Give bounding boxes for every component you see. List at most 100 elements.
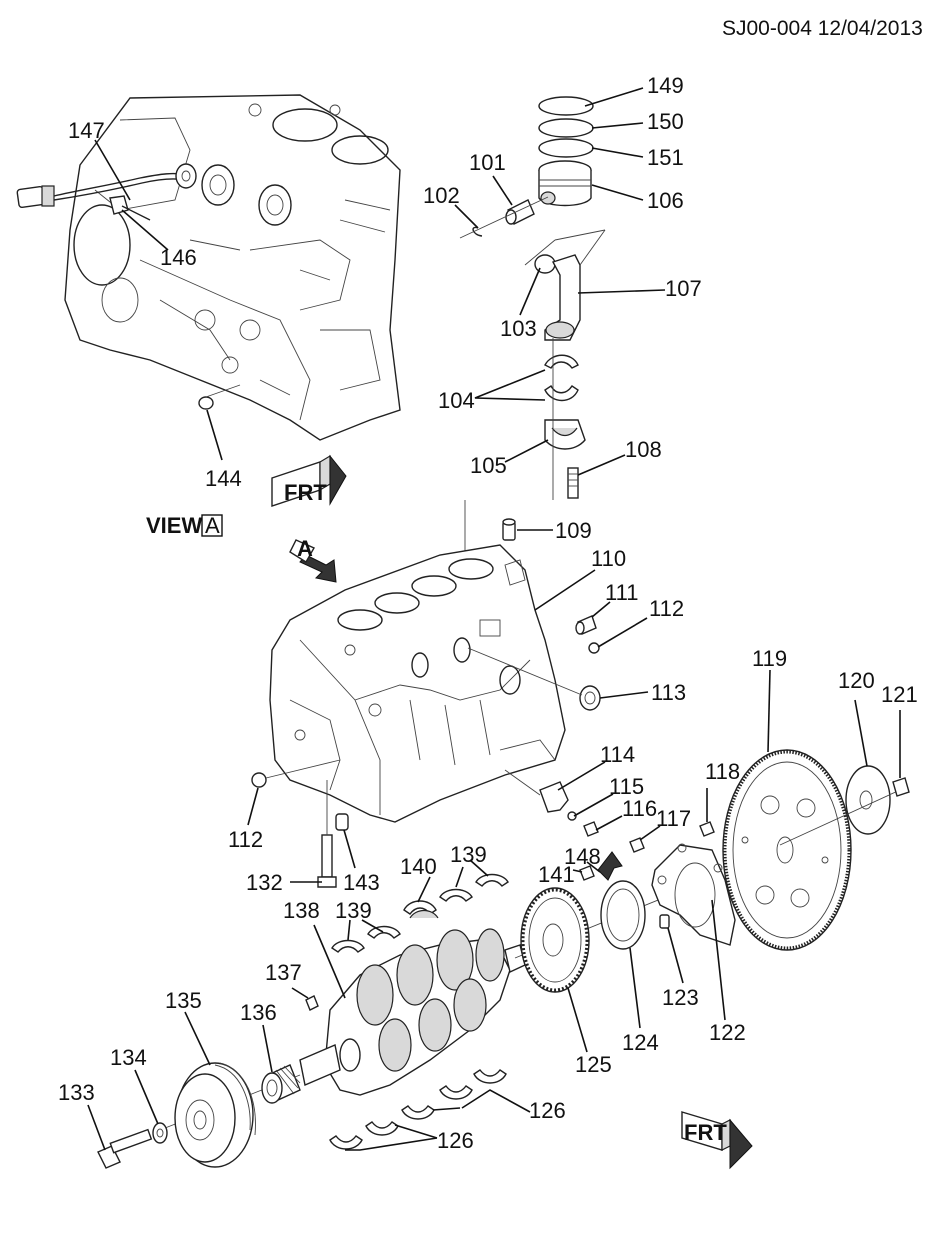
reluctor-bolt xyxy=(579,865,595,881)
callout-132: 132 xyxy=(246,870,283,895)
flexplate-bolt xyxy=(892,777,910,797)
callout-112-lower: 112 xyxy=(228,827,263,852)
callout-106: 106 xyxy=(647,188,684,213)
callout-101: 101 xyxy=(469,150,506,175)
callout-103: 103 xyxy=(500,316,537,341)
flexplate-spacer xyxy=(845,765,891,835)
callout-115: 115 xyxy=(609,774,644,799)
piston-rings xyxy=(538,96,594,158)
callout-122: 122 xyxy=(709,1020,746,1045)
callout-105: 105 xyxy=(470,453,507,478)
callout-148: 148 xyxy=(564,844,601,869)
view-label-box xyxy=(201,514,223,537)
callout-109: 109 xyxy=(555,518,592,543)
oil-level-sensor xyxy=(504,769,569,813)
pin-axis-line xyxy=(459,196,549,239)
plug-lower xyxy=(251,772,267,788)
block-bolt xyxy=(317,780,337,888)
flexplate xyxy=(722,749,852,951)
view-a-block-illustration xyxy=(64,94,401,441)
callout-140: 140 xyxy=(400,854,437,879)
callout-113: 113 xyxy=(651,680,686,705)
rod-bearing-shells xyxy=(544,354,579,402)
rear-main-seal xyxy=(600,880,646,950)
frt-arrow-upper: FRT xyxy=(271,454,347,507)
callout-124: 124 xyxy=(622,1030,659,1055)
crank-sprocket xyxy=(261,1064,301,1104)
dowel-pin xyxy=(502,518,516,541)
crank-key xyxy=(305,995,319,1011)
cam-seal-plug xyxy=(467,647,601,711)
pin-retainer xyxy=(472,226,483,237)
block-dowel-sleeve xyxy=(575,615,597,635)
callout-114: 114 xyxy=(600,742,635,767)
callout-102: 102 xyxy=(423,183,460,208)
block-plug xyxy=(198,384,241,410)
callout-149: 149 xyxy=(647,73,684,98)
piston xyxy=(538,160,592,207)
sensor-bolt xyxy=(583,821,599,837)
view-label-text: VIEW xyxy=(146,513,202,538)
block-dowel xyxy=(335,813,349,831)
install-direction-arrow xyxy=(597,851,623,881)
plug-lower-line xyxy=(265,759,341,779)
frt-label-upper: FRT xyxy=(284,480,327,505)
callout-135: 135 xyxy=(165,988,202,1013)
view-a-arrow-letter: A xyxy=(297,536,313,561)
housing-bolt-b xyxy=(699,821,715,837)
callout-104: 104 xyxy=(438,388,475,413)
callout-121: 121 xyxy=(881,682,918,707)
sensor-oring xyxy=(567,811,577,821)
callout-118: 118 xyxy=(705,759,740,784)
cylinder-block xyxy=(269,544,566,823)
balancer-bolt xyxy=(97,1128,153,1169)
callout-137: 137 xyxy=(265,960,302,985)
diagram-reference: SJ00-004 12/04/2013 xyxy=(722,17,923,40)
housing-bolt-a xyxy=(629,837,645,853)
callout-139-lower: 139 xyxy=(335,898,372,923)
callout-143: 143 xyxy=(343,870,380,895)
callout-110: 110 xyxy=(591,546,626,571)
flexplate-axis xyxy=(779,789,901,846)
reluctor-ring xyxy=(520,887,590,993)
view-a-arrow: A xyxy=(289,536,337,583)
callout-150: 150 xyxy=(647,109,684,134)
callout-119: 119 xyxy=(752,646,787,671)
callout-139-upper: 139 xyxy=(450,842,487,867)
rod-bolt xyxy=(567,467,579,499)
plug-upper xyxy=(588,642,600,654)
connecting-rod xyxy=(524,229,606,341)
callout-labels: 149 150 151 106 101 102 103 107 104 105 … xyxy=(58,73,918,1153)
callout-120: 120 xyxy=(838,668,875,693)
leader-lines xyxy=(87,87,901,1151)
callout-136: 136 xyxy=(240,1000,277,1025)
callout-117: 117 xyxy=(656,806,691,831)
callout-116: 116 xyxy=(622,796,657,821)
frt-label-lower: FRT xyxy=(684,1120,727,1145)
view-a-label: VIEW A xyxy=(146,513,223,538)
callout-111: 111 xyxy=(605,580,638,605)
knock-sensor-bolt xyxy=(109,195,151,221)
callout-133: 133 xyxy=(58,1080,95,1105)
callout-151: 151 xyxy=(647,145,684,170)
frt-arrow-lower: FRT xyxy=(681,1111,753,1170)
crankshaft xyxy=(299,928,526,1096)
callout-112-upper: 112 xyxy=(649,596,684,621)
callout-134: 134 xyxy=(110,1045,147,1070)
callout-126-upper: 126 xyxy=(529,1098,566,1123)
main-bearing-shells-upper xyxy=(331,873,509,953)
callout-144: 144 xyxy=(205,466,242,491)
view-label-letter: A xyxy=(205,513,220,538)
housing-dowel xyxy=(659,914,670,929)
callout-107: 107 xyxy=(665,276,702,301)
callout-123: 123 xyxy=(662,985,699,1010)
callout-141: 141 xyxy=(538,862,575,887)
knock-sensor-harness xyxy=(16,163,197,209)
crank-balancer xyxy=(174,1062,256,1168)
rod-cap xyxy=(544,419,586,450)
callout-146: 146 xyxy=(160,245,197,270)
callout-126-lower: 126 xyxy=(437,1128,474,1153)
balancer-washer xyxy=(152,1122,168,1144)
callout-108: 108 xyxy=(625,437,662,462)
